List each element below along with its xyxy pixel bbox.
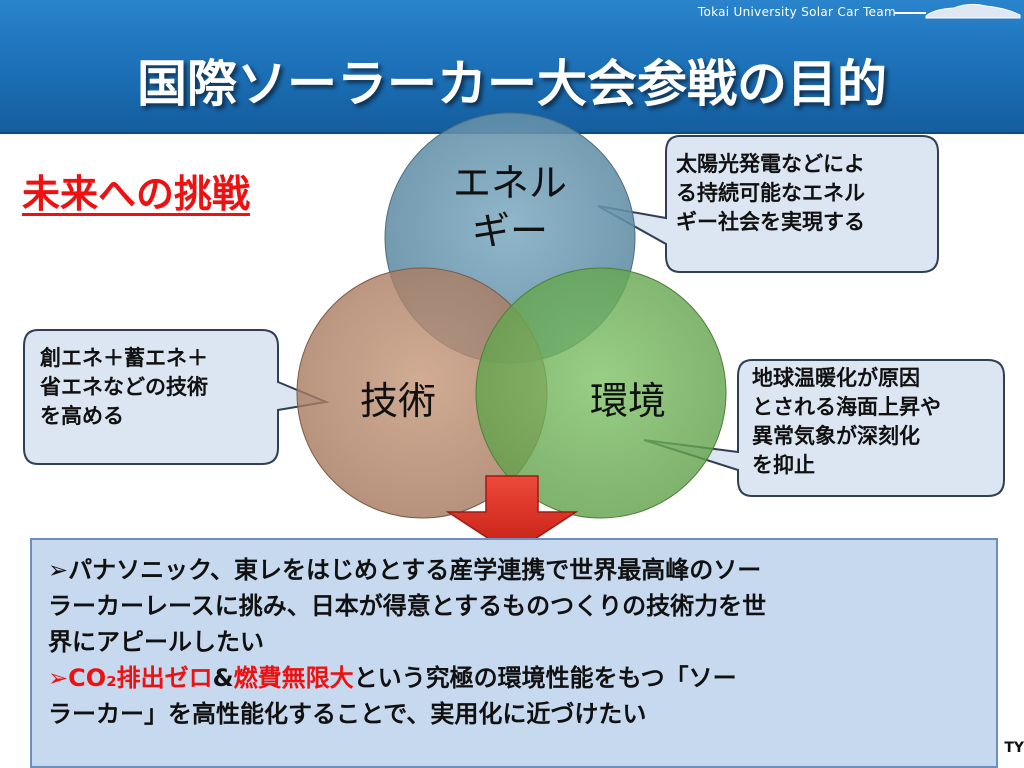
callout-environment-text: 地球温暖化が原因 とされる海面上昇や 異常気象が深刻化 を抑止 (752, 364, 1002, 480)
objectives-box: ➢パナソニック、東レをはじめとする産学連携で世界最高峰のソー ラーカーレースに挑… (30, 538, 998, 768)
label-environment: 環境 (590, 379, 666, 423)
callout-environment-line: を抑止 (752, 453, 815, 477)
callout-technology-line: 創エネ＋蓄エネ＋ (40, 346, 208, 370)
callout-environment-bubble (643, 359, 1005, 497)
label-energy-line1: エネル (453, 161, 567, 205)
callout-environment-line: とされる海面上昇や (752, 395, 941, 419)
bullet-1-line: ラーカーレースに挑み、日本が得意とするものつくりの技術力を世 (48, 592, 767, 620)
callout-energy-bubble (597, 135, 939, 273)
bullet-2-line: ラーカー」を高性能化することで、実用化に近づけたい (48, 700, 647, 728)
callout-technology-text: 創エネ＋蓄エネ＋ 省エネなどの技術 を高める (40, 344, 280, 431)
bullet-arrow-icon: ➢ (48, 664, 69, 692)
title-banner: Tokai University Solar Car Team 国際ソーラーカー… (0, 0, 1024, 134)
solar-car-logo (894, 3, 1021, 19)
callout-energy-text: 太陽光発電などによ る持続可能なエネル ギー社会を実現する (676, 150, 938, 237)
ampersand-text: & (212, 664, 234, 692)
label-energy-line2: ギー (472, 209, 548, 253)
circle-environment (475, 267, 727, 519)
callout-technology-bubble (23, 329, 330, 465)
callout-technology-line: 省エネなどの技術 (40, 375, 208, 399)
callout-environment-line: 地球温暖化が原因 (752, 366, 920, 390)
callout-technology-line: を高める (40, 404, 124, 428)
bullet-1-line: 界にアピールしたい (48, 628, 264, 656)
callout-energy-line: ギー社会を実現する (676, 210, 865, 234)
co2-zero-text: CO₂排出ゼロ (68, 664, 213, 692)
callout-energy-line: る持続可能なエネル (676, 181, 865, 205)
down-arrow (445, 475, 579, 555)
fuel-infinite-text: 燃費無限大 (233, 664, 354, 692)
bullet-1-line: ➢パナソニック、東レをはじめとする産学連携で世界最高峰のソー (48, 556, 762, 584)
bullet-2-line: ➢CO₂排出ゼロ&燃費無限大という究極の環境性能をもつ「ソー (48, 660, 978, 696)
callout-energy-line: 太陽光発電などによ (676, 152, 865, 176)
label-technology: 技術 (360, 379, 436, 423)
callout-environment-line: 異常気象が深刻化 (752, 424, 920, 448)
team-label: Tokai University Solar Car Team (697, 5, 896, 19)
corner-logo-text: TY (1004, 740, 1024, 756)
bullet-2-rest: という究極の環境性能をもつ「ソー (353, 664, 737, 692)
page-title: 国際ソーラーカー大会参戦の目的 (137, 55, 887, 113)
subtitle: 未来への挑戦 (22, 172, 251, 216)
